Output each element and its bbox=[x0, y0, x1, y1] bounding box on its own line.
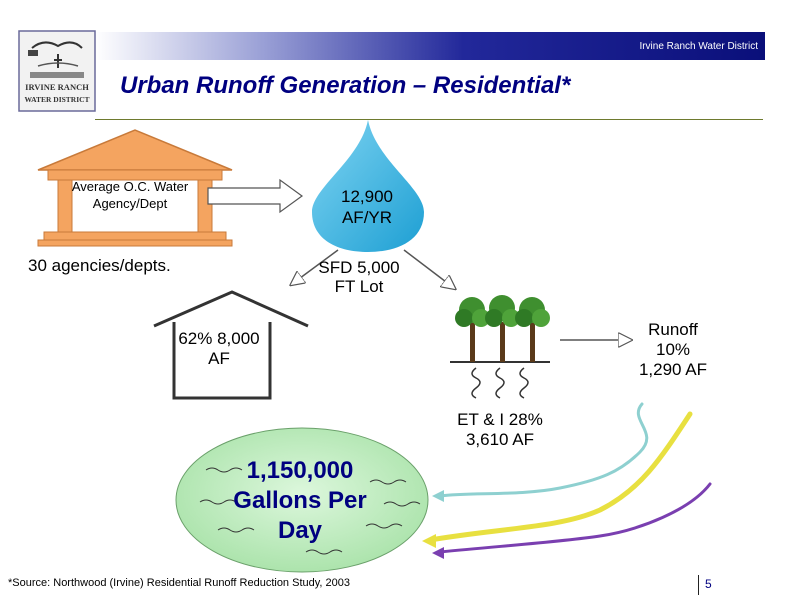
et-value: ET & I 28% 3,610 AF bbox=[457, 410, 543, 449]
trees-icon bbox=[450, 295, 550, 363]
water-district-logo-icon: IRVINE RANCH WATER DISTRICT bbox=[18, 30, 96, 112]
house-outline-icon bbox=[153, 290, 309, 400]
title-divider bbox=[95, 119, 763, 120]
pool-value: 1,150,000 Gallons Per Day bbox=[233, 457, 367, 544]
runoff-stream-icon bbox=[422, 402, 712, 559]
agency-count: 30 agencies/depts. bbox=[28, 256, 171, 275]
header-bar bbox=[95, 32, 765, 60]
source-note: *Source: Northwood (Irvine) Residential … bbox=[8, 577, 351, 589]
pool-ellipse bbox=[175, 427, 429, 573]
flow-arrow-to-lot bbox=[403, 249, 454, 288]
logo-line-2: WATER DISTRICT bbox=[24, 95, 89, 104]
logo-line-1: IRVINE RANCH bbox=[25, 82, 89, 92]
page-number: 5 bbox=[698, 575, 735, 595]
pool-wave-lines bbox=[199, 467, 421, 555]
slide-title: Urban Runoff Generation – Residential* bbox=[120, 72, 571, 99]
agency-label: Average O.C. Water Agency/Dept bbox=[71, 179, 189, 211]
government-building-icon bbox=[37, 129, 233, 247]
lot-label: SFD 5,000 FT Lot bbox=[318, 258, 400, 296]
flow-arrow-to-house bbox=[292, 249, 339, 284]
house-value: 62% 8,000 AF bbox=[178, 329, 260, 368]
drop-value: 12,900 AF/YR bbox=[341, 187, 393, 227]
evaporation-squiggle-icon bbox=[471, 367, 529, 399]
runoff-value: Runoff 10% 1,290 AF bbox=[638, 320, 708, 379]
flow-arrow-agency-to-drop bbox=[207, 178, 304, 214]
header-org-name: Irvine Ranch Water District bbox=[639, 41, 758, 52]
water-drop-icon bbox=[312, 120, 424, 252]
